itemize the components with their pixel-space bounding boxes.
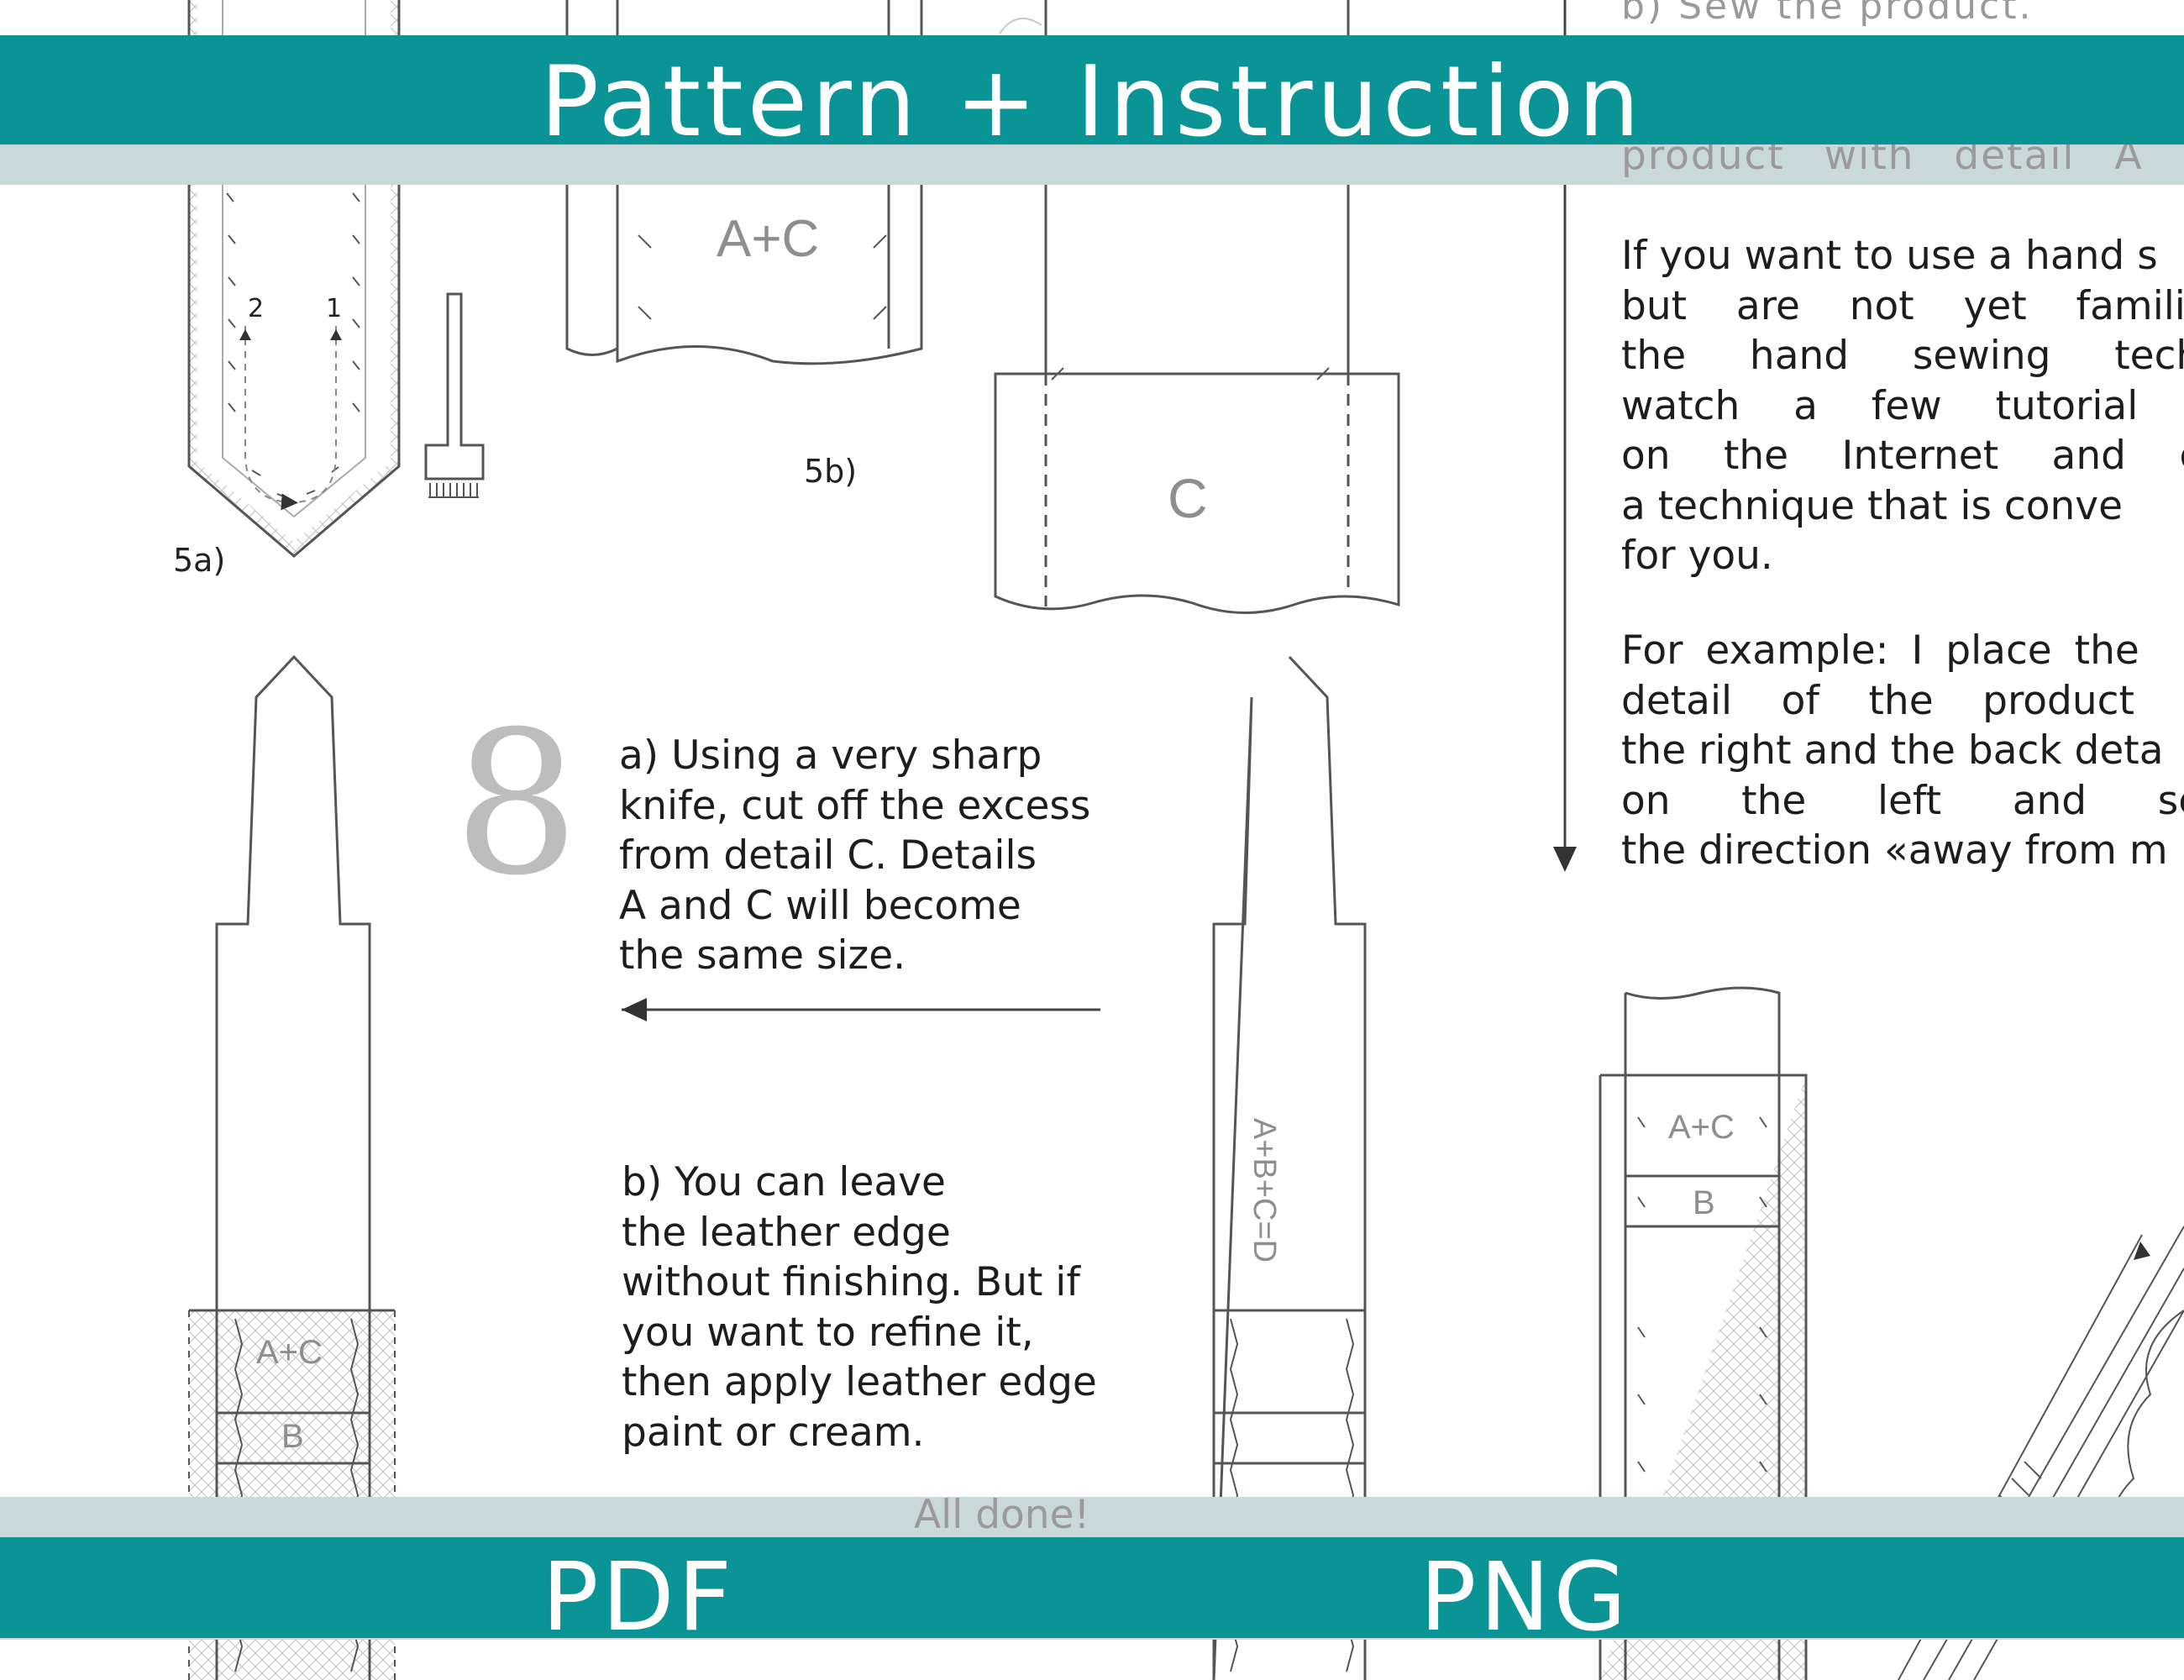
- all-done-text: All done!: [914, 1492, 1090, 1538]
- banner-title: Pattern + Instruction: [539, 45, 1645, 159]
- step8-part-b: b) You can leave the leather edge withou…: [622, 1159, 1097, 1456]
- title-banner: Pattern + Instruction: [0, 35, 2184, 151]
- format-banner: PDF PNG: [0, 1537, 2184, 1645]
- label-a-plus-c-top: A+C: [717, 210, 820, 268]
- stitch-label-2: 2: [248, 294, 265, 323]
- fig-5b-label: 5b): [804, 453, 858, 490]
- label-b-right: B: [1693, 1184, 1715, 1221]
- label-a-b-c-d: A+B+C=D: [1247, 1117, 1282, 1263]
- right-para-2: For example: I place the detail of the p…: [1621, 627, 2184, 874]
- step-number: 8: [454, 690, 580, 919]
- label-c: C: [1168, 467, 1208, 529]
- right-top-partial-text: b) Sew the product.: [1621, 0, 2034, 28]
- fig-5a-drawing: [187, 0, 485, 558]
- label-b-left: B: [281, 1418, 304, 1455]
- format-png: PNG: [1420, 1543, 1630, 1652]
- right-para-1: If you want to use a hand s but are not …: [1621, 233, 2184, 579]
- label-a-plus-c-left: A+C: [256, 1334, 323, 1371]
- format-pdf: PDF: [542, 1543, 736, 1652]
- fig-5a-label: 5a): [173, 542, 226, 579]
- step8-part-a: a) Using a very sharp knife, cut off the…: [619, 732, 1091, 979]
- label-a-plus-c-right: A+C: [1668, 1109, 1735, 1146]
- stitch-label-1: 1: [326, 294, 343, 323]
